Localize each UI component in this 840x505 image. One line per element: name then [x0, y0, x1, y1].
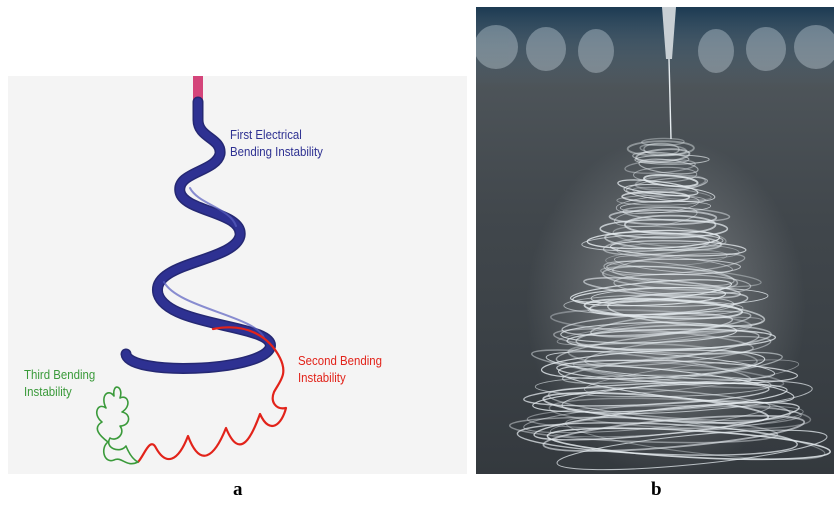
- caption-a: a: [233, 479, 243, 501]
- third-instability-label: Third Bending Instability: [24, 366, 95, 400]
- panel-a-schematic: First Electrical Bending Instability Sec…: [8, 76, 467, 474]
- first-instability-label-line2: Bending Instability: [230, 143, 323, 160]
- jet-photo: [476, 7, 834, 474]
- second-instability-label: Second Bending Instability: [298, 352, 382, 386]
- second-instability-label-line2: Instability: [298, 369, 382, 386]
- first-instability-label: First Electrical Bending Instability: [230, 126, 323, 160]
- first-instability-label-line1: First Electrical: [230, 126, 323, 143]
- second-instability-label-line1: Second Bending: [298, 352, 382, 369]
- third-instability-coil: [97, 387, 138, 464]
- panel-b-photo: [476, 7, 834, 474]
- third-instability-label-line1: Third Bending: [24, 366, 95, 383]
- second-instability-coil: [138, 327, 286, 462]
- third-instability-label-line2: Instability: [24, 383, 95, 400]
- caption-b: b: [651, 479, 662, 501]
